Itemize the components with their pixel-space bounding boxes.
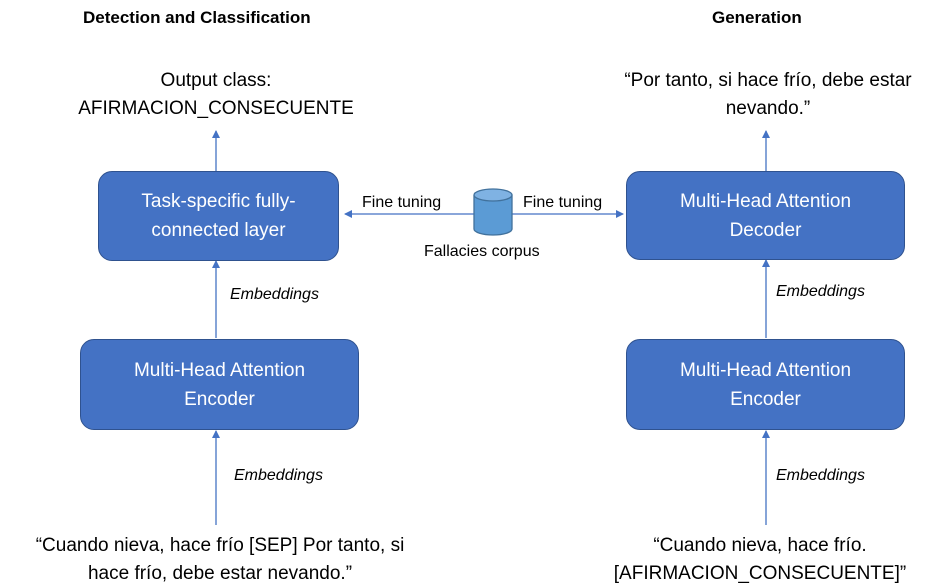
right-input-line1: “Cuando nieva, hace frío. bbox=[653, 535, 867, 556]
right-encoder-box: Multi-Head Attention Encoder bbox=[626, 339, 905, 430]
database-icon bbox=[473, 188, 513, 236]
fallacies-corpus-label: Fallacies corpus bbox=[424, 243, 540, 260]
fc-line2: connected layer bbox=[151, 220, 286, 241]
left-encoder-line2: Encoder bbox=[184, 388, 255, 410]
right-output-line2: nevando.” bbox=[725, 98, 811, 119]
decoder-line2: Decoder bbox=[729, 219, 802, 241]
right-embeddings-lower: Embeddings bbox=[776, 467, 865, 484]
right-output-text: “Por tanto, si hace frío, debe estar nev… bbox=[578, 67, 931, 123]
left-output-line2: AFIRMACION_CONSECUENTE bbox=[78, 98, 354, 119]
right-encoder-line1: Multi-Head Attention bbox=[679, 359, 852, 381]
fc-line1: Task-specific fully- bbox=[141, 191, 296, 212]
decoder-box: Multi-Head Attention Decoder bbox=[626, 171, 905, 260]
right-input-text: “Cuando nieva, hace frío. [AFIRMACION_CO… bbox=[590, 532, 930, 588]
heading-generation: Generation bbox=[712, 8, 802, 27]
left-output-line1: Output class: bbox=[160, 70, 272, 91]
right-encoder-line2: Encoder bbox=[730, 388, 801, 410]
left-input-line2: hace frío, debe estar nevando.” bbox=[87, 563, 353, 584]
left-input-text: “Cuando nieva, hace frío [SEP] Por tanto… bbox=[0, 532, 440, 588]
fine-tuning-right-label: Fine tuning bbox=[523, 194, 603, 211]
right-input-line2: [AFIRMACION_CONSECUENTE]” bbox=[613, 563, 907, 584]
right-output-line1: “Por tanto, si hace frío, debe estar bbox=[624, 70, 912, 91]
right-embeddings-upper: Embeddings bbox=[776, 283, 865, 300]
fully-connected-layer-box: Task-specific fully- connected layer bbox=[98, 171, 339, 261]
left-input-line1: “Cuando nieva, hace frío [SEP] Por tanto… bbox=[35, 535, 405, 556]
decoder-line1: Multi-Head Attention bbox=[679, 190, 852, 212]
fine-tuning-left-label: Fine tuning bbox=[362, 194, 442, 211]
left-encoder-box: Multi-Head Attention Encoder bbox=[80, 339, 359, 430]
heading-detection-classification: Detection and Classification bbox=[83, 8, 311, 27]
left-output-label: Output class: AFIRMACION_CONSECUENTE bbox=[36, 67, 396, 123]
left-encoder-line1: Multi-Head Attention bbox=[133, 359, 306, 381]
left-embeddings-upper: Embeddings bbox=[230, 286, 319, 303]
left-embeddings-lower: Embeddings bbox=[234, 467, 323, 484]
